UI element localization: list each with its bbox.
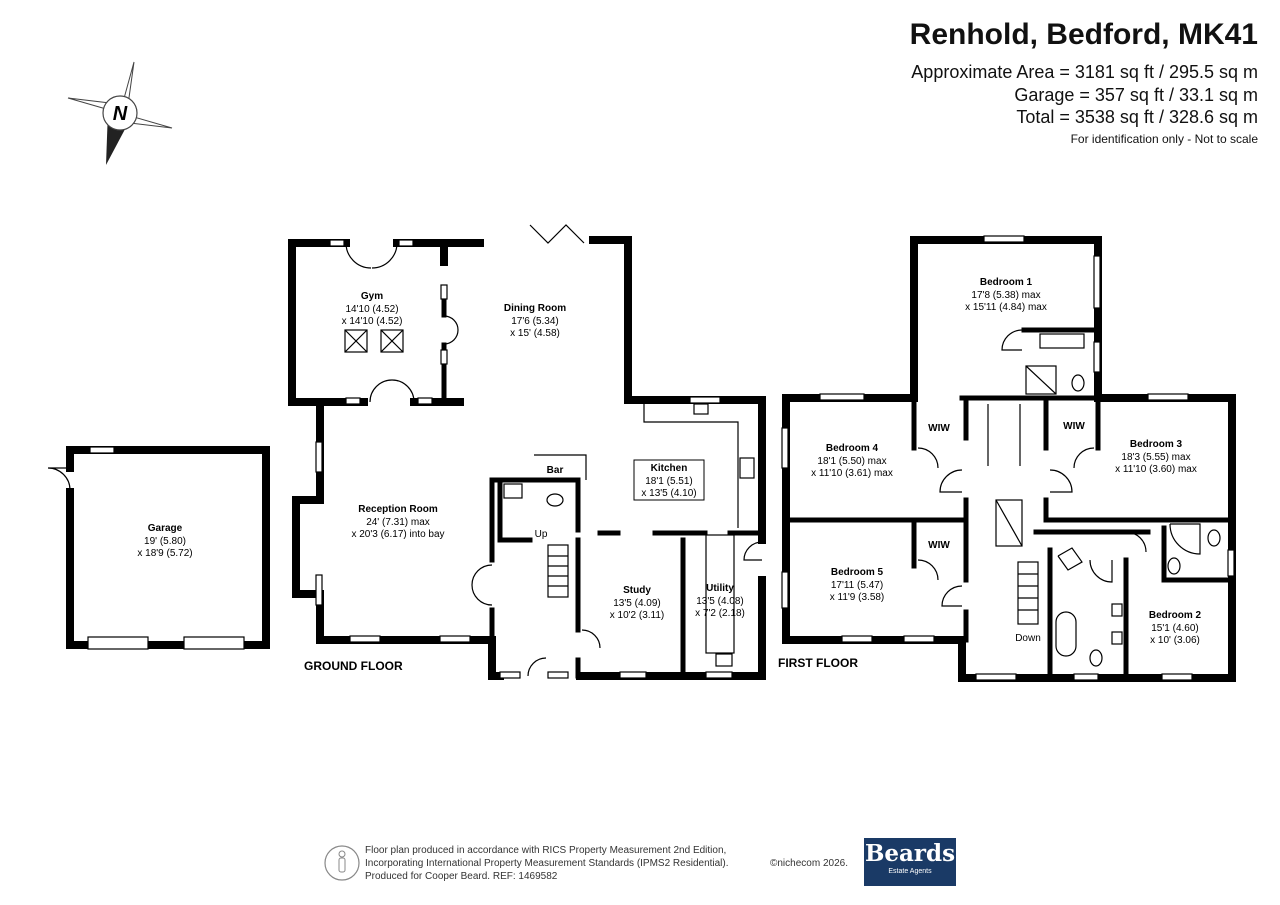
- dining-name: Dining Room: [504, 303, 566, 314]
- bedroom5-dim-2: x 11'9 (3.58): [830, 592, 885, 603]
- garage-name: Garage: [148, 523, 183, 534]
- garage-dim-1: 19' (5.80): [144, 536, 186, 547]
- bedroom2-name: Bedroom 2: [1149, 610, 1202, 621]
- study-dim-1: 13'5 (4.09): [613, 598, 661, 609]
- bedroom1-name: Bedroom 1: [980, 277, 1033, 288]
- kitchen-dim-2: x 13'5 (4.10): [641, 488, 696, 499]
- footer-line-3: Produced for Cooper Beard. REF: 1469582: [365, 871, 558, 882]
- ground-floor-plan: [288, 224, 766, 680]
- dining-dim-2: x 15' (4.58): [510, 328, 560, 339]
- footer-line-1: Floor plan produced in accordance with R…: [365, 845, 726, 856]
- logo-name: Beards: [864, 840, 956, 867]
- approximate-area: Approximate Area = 3181 sq ft / 295.5 sq…: [911, 62, 1258, 82]
- first-floor-plan: [781, 235, 1236, 682]
- garage-dim-2: x 18'9 (5.72): [137, 548, 192, 559]
- bar-label: Bar: [547, 465, 564, 476]
- bedroom1-dim-1: 17'8 (5.38) max: [971, 290, 1040, 301]
- reception-dim-2: x 20'3 (6.17) into bay: [351, 529, 444, 540]
- gym-name: Gym: [361, 291, 383, 302]
- gym-dim-2: x 14'10 (4.52): [342, 316, 403, 327]
- kitchen-label-box: [633, 459, 705, 501]
- wiw-label-2: WIW: [1063, 421, 1085, 432]
- bedroom3-name: Bedroom 3: [1130, 439, 1183, 450]
- total-area: Total = 3538 sq ft / 328.6 sq m: [1016, 107, 1258, 127]
- bedroom4-dim-1: 18'1 (5.50) max: [817, 456, 886, 467]
- bedroom2-dim-2: x 10' (3.06): [1150, 635, 1200, 646]
- study-name: Study: [623, 585, 651, 596]
- bedroom3-dim-1: 18'3 (5.55) max: [1121, 452, 1190, 463]
- reception-name: Reception Room: [358, 504, 438, 515]
- footer-line-2: Incorporating International Property Mea…: [365, 858, 729, 869]
- bedroom2-dim-1: 15'1 (4.60): [1151, 623, 1199, 634]
- rics-person-icon: [324, 845, 360, 881]
- bedroom3-dim-2: x 11'10 (3.60) max: [1115, 464, 1197, 475]
- property-title: Renhold, Bedford, MK41: [909, 18, 1258, 51]
- utility-name: Utility: [706, 583, 734, 594]
- gym-dim-1: 14'10 (4.52): [345, 304, 398, 315]
- bedroom5-name: Bedroom 5: [831, 567, 884, 578]
- bedroom1-dim-2: x 15'11 (4.84) max: [965, 302, 1047, 313]
- garage-plan: [47, 446, 270, 650]
- utility-dim-1: 13'5 (4.08): [696, 596, 744, 607]
- first-floor-label: FIRST FLOOR: [778, 656, 858, 670]
- beards-logo: Beards Estate Agents: [864, 838, 956, 886]
- study-dim-2: x 10'2 (3.11): [610, 610, 665, 621]
- up-label: Up: [535, 529, 548, 540]
- bedroom4-name: Bedroom 4: [826, 443, 879, 454]
- reception-dim-1: 24' (7.31) max: [366, 517, 430, 528]
- scale-note: For identification only - Not to scale: [1070, 132, 1258, 146]
- ground-floor-label: GROUND FLOOR: [304, 659, 403, 673]
- down-label: Down: [1015, 633, 1041, 644]
- compass-label: N: [113, 103, 128, 125]
- bedroom4-dim-2: x 11'10 (3.61) max: [811, 468, 893, 479]
- compass-icon: N: [67, 61, 173, 165]
- logo-subtitle: Estate Agents: [888, 868, 932, 875]
- dining-dim-1: 17'6 (5.34): [511, 316, 559, 327]
- wiw-label-1: WIW: [928, 423, 950, 434]
- kitchen-dim-1: 18'1 (5.51): [645, 476, 693, 487]
- kitchen-name: Kitchen: [651, 463, 688, 474]
- wiw-label-3: WIW: [928, 540, 950, 551]
- bedroom5-dim-1: 17'11 (5.47): [831, 580, 883, 591]
- garage-area: Garage = 357 sq ft / 33.1 sq m: [1014, 85, 1258, 105]
- copyright: ©nichecom 2026.: [770, 858, 848, 869]
- utility-dim-2: x 7'2 (2.18): [695, 608, 745, 619]
